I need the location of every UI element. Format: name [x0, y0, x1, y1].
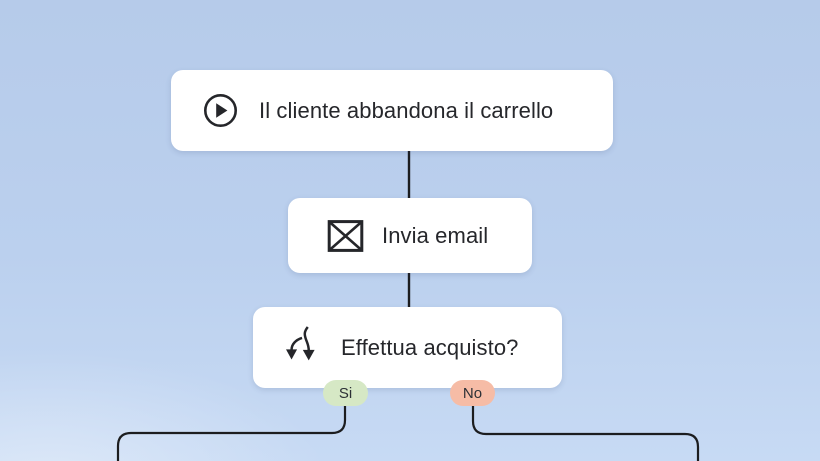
condition-node-card[interactable]: Effettua acquisto?: [253, 307, 562, 388]
branch-split-icon: [286, 325, 315, 360]
branch-no-badge: No: [450, 380, 495, 406]
branch-yes-badge: Si: [323, 380, 368, 406]
connector-branch-no: [471, 406, 700, 461]
play-icon: [204, 94, 237, 127]
connector-branch-yes: [116, 406, 347, 461]
branch-no-label: No: [462, 384, 483, 402]
trigger-node-label: Il cliente abbandona il carrello: [259, 97, 554, 123]
envelope-icon: [327, 219, 364, 252]
email-node-card[interactable]: Invia email: [288, 198, 532, 273]
branch-yes-label: Si: [338, 384, 353, 402]
condition-node-label: Effettua acquisto?: [341, 334, 519, 360]
email-node-label: Invia email: [382, 222, 489, 248]
trigger-node-card[interactable]: Il cliente abbandona il carrello: [171, 70, 613, 151]
